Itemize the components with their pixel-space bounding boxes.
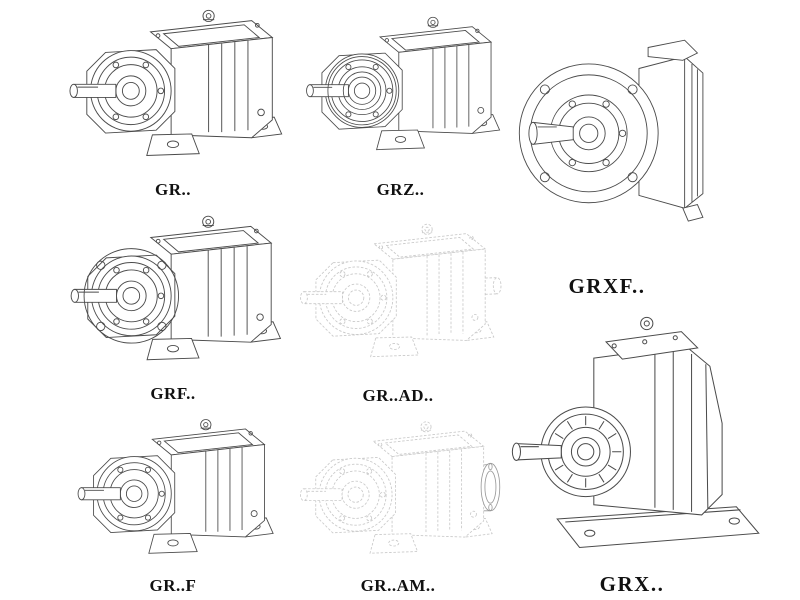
model-label-grx: GRX.. xyxy=(599,572,665,596)
gr-am-motor-flange xyxy=(480,462,501,512)
model-label-grf: GRF.. xyxy=(150,384,196,403)
gr-line-art xyxy=(69,9,283,156)
gearbox-cell-gr-am: GR..AM.. xyxy=(292,412,504,598)
model-label-gr-ad: GR..AD.. xyxy=(362,386,434,405)
gearbox-cell-gr: GR.. xyxy=(56,0,290,202)
gearbox-cell-gr-ad: GR..AD.. xyxy=(292,208,504,408)
grxf-flange-mounted-gearbox-drawing xyxy=(518,39,704,222)
gearbox-cell-gr-f: GR..F xyxy=(56,410,290,598)
grz-foot-mounted-gearbox-drawing xyxy=(306,16,501,151)
gr-am-motor-adapter-gearbox-drawing xyxy=(300,421,501,554)
grxf-line-art xyxy=(518,39,704,222)
grx-line-art xyxy=(511,316,760,549)
gr-f-foot-mounted-gearbox-drawing xyxy=(77,419,274,554)
gr-am-phantom-line-art xyxy=(300,421,493,554)
grf-line-art xyxy=(70,215,281,361)
gr-ad-phantom-line-art xyxy=(300,223,502,358)
model-label-gr: GR.. xyxy=(155,180,191,199)
model-label-grz: GRZ.. xyxy=(376,180,425,199)
model-label-grxf: GRXF.. xyxy=(568,274,646,298)
gr-foot-mounted-gearbox-drawing xyxy=(69,9,283,156)
gearbox-cell-grz: GRZ.. xyxy=(298,0,503,202)
model-label-gr-am: GR..AM.. xyxy=(360,576,436,595)
gearbox-cell-grx: GRX.. xyxy=(492,300,772,596)
gearbox-cell-grxf: GRXF.. xyxy=(497,0,717,298)
gr-ad-input-adapter-gearbox-drawing xyxy=(300,223,502,358)
grz-line-art xyxy=(306,16,501,151)
grx-foot-mounted-gearbox-drawing xyxy=(511,316,760,549)
gr-f-line-art xyxy=(77,419,274,554)
grf-flange-foot-gearbox-drawing xyxy=(70,215,281,361)
model-label-gr-f: GR..F xyxy=(149,576,197,595)
gearbox-cell-grf: GRF.. xyxy=(56,206,290,406)
